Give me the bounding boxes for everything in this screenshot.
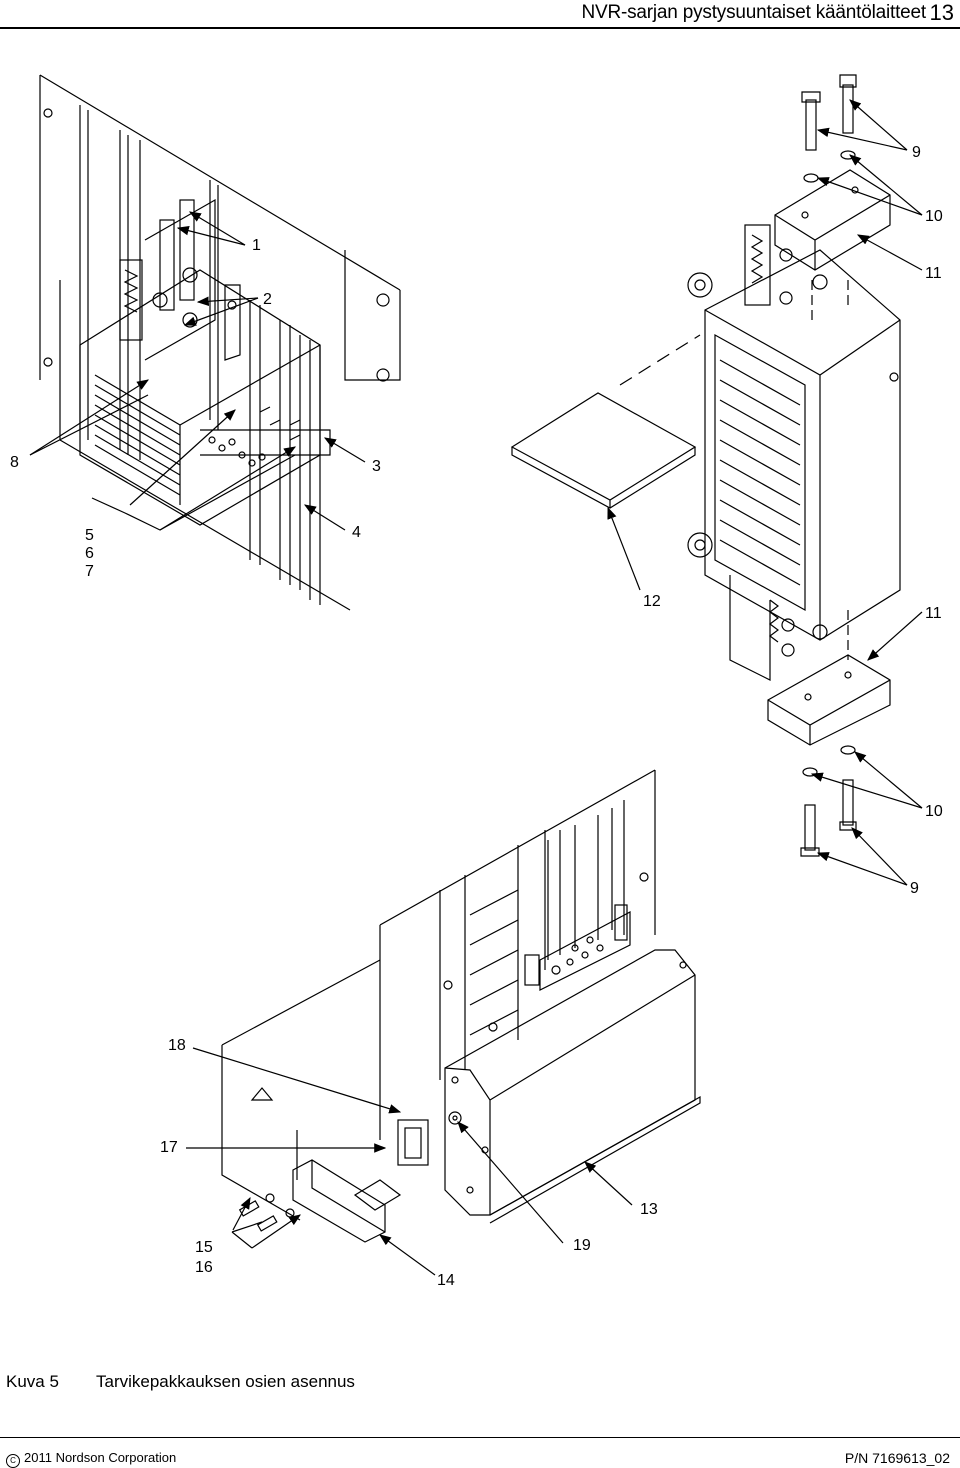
lower-assembly	[221, 769, 701, 1243]
callout-6: 6	[85, 545, 94, 562]
callout-17: 17	[160, 1139, 178, 1156]
callout-2: 2	[263, 291, 272, 308]
header-rule	[0, 27, 960, 29]
page-title: NVR-sarjan pystysuuntaiset kääntölaittee…	[581, 2, 926, 23]
callout-19: 19	[573, 1237, 591, 1254]
copyright-icon: C	[6, 1454, 20, 1468]
leader-lines	[29, 99, 923, 1276]
footer-part-number: P/N 7169613_02	[844, 1450, 950, 1466]
figure-caption: Tarvikepakkauksen osien asennus	[96, 1372, 355, 1391]
callouts: 1 2 3 4 5 6 7 8 9 10 11 12 11 10 9 18 17…	[10, 144, 943, 1289]
copyright-text: 2011 Nordson Corporation	[24, 1450, 177, 1465]
upper-right-assembly	[510, 74, 901, 857]
callout-12: 12	[643, 593, 661, 610]
callout-8: 8	[10, 454, 19, 471]
assembly-drawing: 1 2 3 4 5 6 7 8 9 10 11 12 11 10 9 18 17…	[10, 74, 943, 1289]
page-number: 13	[929, 0, 954, 25]
upper-left-assembly	[39, 74, 401, 611]
callout-5: 5	[85, 527, 94, 544]
footer-copyright: C 2011 Nordson Corporation	[6, 1450, 176, 1468]
page-header: NVR-sarjan pystysuuntaiset kääntölaittee…	[0, 0, 960, 30]
callout-13: 13	[640, 1201, 658, 1218]
callout-18: 18	[168, 1037, 186, 1054]
callout-16: 16	[195, 1259, 213, 1276]
callout-10-top: 10	[925, 208, 943, 225]
callout-3: 3	[372, 458, 381, 475]
callout-9-bottom: 9	[910, 880, 919, 897]
callout-11-top: 11	[925, 265, 942, 282]
callout-11-bottom: 11	[925, 605, 942, 622]
callout-14: 14	[437, 1272, 455, 1289]
callout-7: 7	[85, 563, 94, 580]
callout-15: 15	[195, 1239, 213, 1256]
callout-1: 1	[252, 237, 261, 254]
figure-label: Kuva 5	[6, 1372, 59, 1391]
footer-rule	[0, 1437, 960, 1438]
callout-9-top: 9	[912, 144, 921, 161]
callout-10-bottom: 10	[925, 803, 943, 820]
callout-4: 4	[352, 524, 361, 541]
